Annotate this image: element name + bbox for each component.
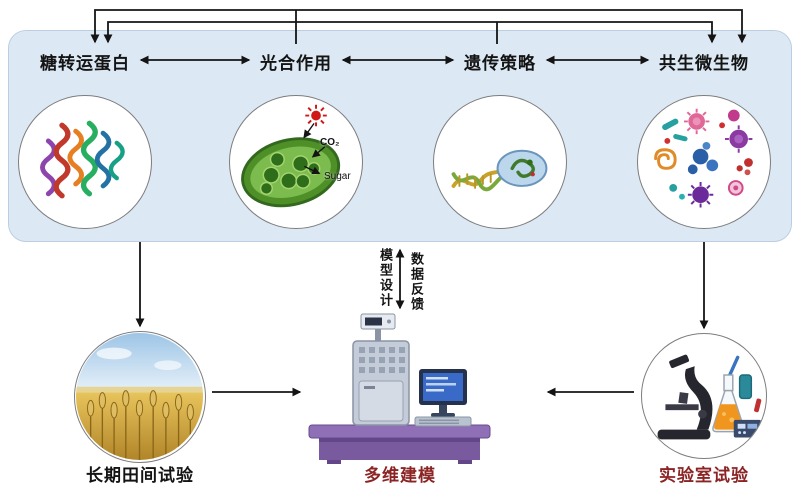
microscope-icon xyxy=(657,354,713,440)
node-label-sugar-transporter: 糖转运蛋白 xyxy=(40,54,130,73)
symbiotic-microbes-circle xyxy=(637,95,771,229)
data-feedback-label: 数据反馈 xyxy=(409,252,424,312)
sugar-annotation: Sugar xyxy=(324,171,351,182)
protein-ribbon-icon xyxy=(40,120,125,199)
field-trial-label: 长期田间试验 xyxy=(86,466,194,485)
model-design-label: 模型设计 xyxy=(378,248,393,308)
dna-helix-icon xyxy=(451,149,548,192)
computer-monitor-icon xyxy=(414,369,472,427)
modeling-station xyxy=(307,313,492,465)
node-label-symbiotic-microbes: 共生微生物 xyxy=(659,54,749,73)
sunlight-icon xyxy=(305,104,327,127)
sugar-transporter-circle xyxy=(18,95,152,229)
scale-display-icon xyxy=(360,313,396,341)
analyzer-box-icon xyxy=(733,419,762,438)
node-label-genetic-strategy: 遗传策略 xyxy=(464,54,536,73)
photosynthesis-circle: CO₂ Sugar xyxy=(229,95,363,229)
node-label-photosynthesis: 光合作用 xyxy=(260,54,332,73)
instrument-cabinet-icon xyxy=(352,340,410,426)
co2-annotation: CO₂ xyxy=(320,137,340,148)
cell-blob-icon xyxy=(496,149,548,187)
test-tube-icon xyxy=(754,398,762,413)
modeling-machine-icon xyxy=(308,313,491,464)
lab-equipment-icon xyxy=(657,354,762,440)
chloroplast-icon xyxy=(241,104,341,208)
genetic-strategy-circle xyxy=(433,95,567,229)
lab-trial-circle xyxy=(641,333,767,459)
field-trial-circle xyxy=(74,331,206,463)
bench-table xyxy=(308,424,491,464)
lab-trial-label: 实验室试验 xyxy=(659,466,749,485)
modeling-label: 多维建模 xyxy=(364,466,436,485)
microbes-icon xyxy=(654,108,753,208)
wheat-field-image xyxy=(75,332,204,461)
